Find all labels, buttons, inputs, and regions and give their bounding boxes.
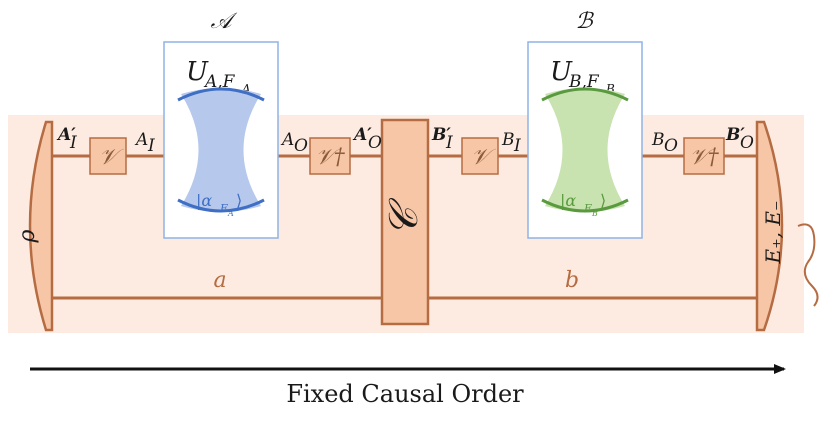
lab-b-top-mirror xyxy=(541,87,629,102)
svg-text:A: A xyxy=(241,82,251,96)
svg-text:O: O xyxy=(664,136,678,156)
gate-v-dagger-b xyxy=(683,137,725,175)
svg-text:|α: |α xyxy=(560,191,576,210)
svg-text:U: U xyxy=(550,57,573,87)
svg-text:I: I xyxy=(147,136,155,156)
label-b-in: B I xyxy=(501,130,521,156)
lab-b-state: |α F B ⟩ xyxy=(560,191,606,218)
svg-text:A: A xyxy=(227,209,234,218)
lab-a-bottom-mirror xyxy=(177,198,265,213)
lab-a-top-mirror xyxy=(177,87,265,102)
label-b-out-prime: B′ O xyxy=(725,125,754,153)
svg-text:B: B xyxy=(605,82,615,96)
gate-v-dagger-b-label: 𝒱† xyxy=(689,145,719,170)
svg-text:B,F: B,F xyxy=(568,72,600,92)
lab-a-cavity-field xyxy=(181,88,261,212)
lab-a-name: 𝒜 xyxy=(211,9,238,34)
gate-v-dagger-a-label: 𝒱† xyxy=(315,145,345,170)
classical-output-squiggle xyxy=(797,223,819,307)
svg-text:I: I xyxy=(445,133,453,153)
svg-text:A,F: A,F xyxy=(203,72,236,92)
svg-text:F: F xyxy=(583,202,592,215)
label-a-in: A I xyxy=(134,130,155,156)
svg-text:O: O xyxy=(740,133,754,153)
lab-b-name: ℬ xyxy=(575,9,594,34)
arrow-label: Fixed Causal Order xyxy=(286,380,524,408)
svg-text:O: O xyxy=(368,133,382,153)
measurement-device xyxy=(755,120,784,332)
svg-text:I: I xyxy=(513,136,521,156)
svg-text:A: A xyxy=(280,130,294,150)
state-preparation-rho xyxy=(28,120,54,332)
label-b-in-prime: B′ I xyxy=(431,125,453,153)
lab-b-unitary: U B,F B xyxy=(550,57,615,96)
lab-a-unitary: U A,F A xyxy=(186,57,251,96)
label-a-out-prime: A′ O xyxy=(352,125,382,153)
svg-text:B: B xyxy=(651,130,665,150)
svg-text:⟩: ⟩ xyxy=(600,191,606,210)
svg-text:|α: |α xyxy=(196,191,212,210)
svg-text:B: B xyxy=(591,209,598,218)
svg-text:B: B xyxy=(501,130,515,150)
lab-b-bottom-mirror xyxy=(541,198,629,213)
svg-text:⟩: ⟩ xyxy=(236,191,242,210)
lab-b-cavity-field xyxy=(545,88,625,212)
svg-text:A′: A′ xyxy=(352,125,372,145)
svg-text:O: O xyxy=(294,136,308,156)
svg-text:I: I xyxy=(69,133,77,153)
rho-label: ρ xyxy=(15,229,40,243)
lower-wire-label-a: a xyxy=(213,268,226,293)
svg-text:A: A xyxy=(134,130,148,150)
lower-wire-label-b: b xyxy=(565,268,579,293)
channel-c-box xyxy=(380,118,430,326)
gate-v-b xyxy=(461,137,499,175)
svg-text:F: F xyxy=(219,202,228,215)
measurement-label: E₊, E₋ xyxy=(761,200,785,264)
label-a-in-prime: A′ I xyxy=(56,125,77,153)
svg-text:B′: B′ xyxy=(725,125,745,145)
label-b-out: B O xyxy=(651,130,678,156)
label-a-out: A O xyxy=(280,130,308,156)
gate-v-dagger-a xyxy=(309,137,351,175)
svg-text:B′: B′ xyxy=(431,125,451,145)
svg-text:U: U xyxy=(186,57,209,87)
svg-text:A′: A′ xyxy=(56,125,76,145)
lab-a-state: |α F A ⟩ xyxy=(196,191,242,218)
gate-v-a xyxy=(89,137,127,175)
